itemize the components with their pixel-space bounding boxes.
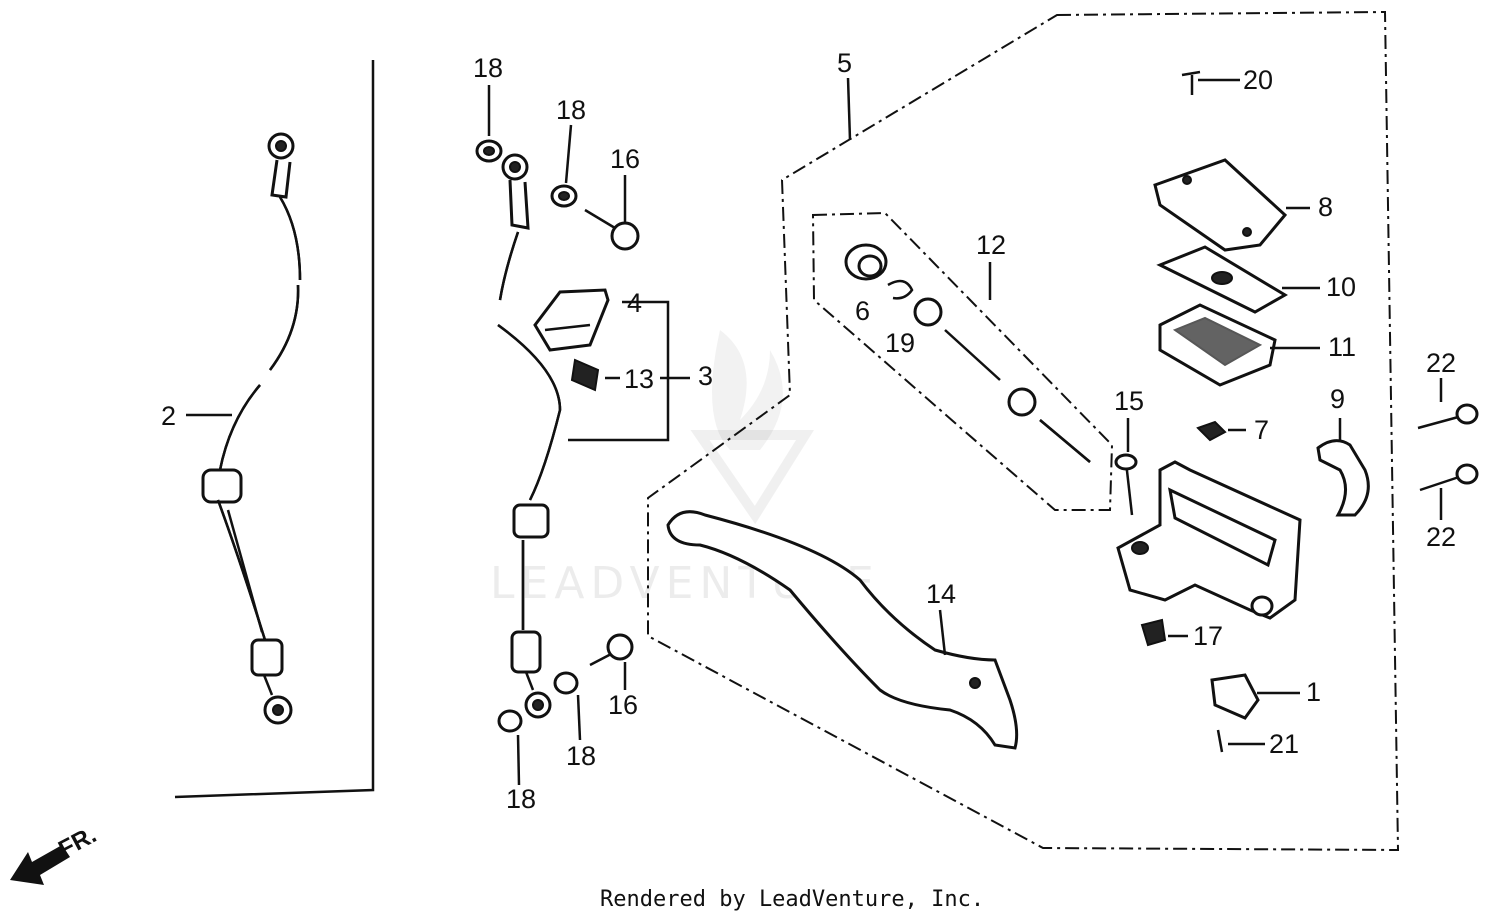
brake-hose-upper: [497, 153, 562, 719]
callout-6: 6: [855, 296, 870, 326]
callout-12: 12: [976, 230, 1006, 260]
screw-21: [1216, 729, 1224, 753]
callout-5: 5: [837, 48, 852, 78]
piston-set: [844, 243, 1091, 463]
screw-20: [1181, 70, 1201, 95]
screw-7: [1196, 420, 1227, 442]
brake-hose-lower: [201, 132, 302, 725]
nut-17: [1140, 618, 1167, 647]
front-direction-arrow: FR.: [10, 821, 101, 885]
callout-11: 11: [1328, 332, 1356, 362]
piston-set-outline: [811, 211, 1114, 511]
callout-9: 9: [1330, 384, 1345, 414]
callout-16-bottom: 16: [608, 690, 638, 720]
callout-17: 17: [1193, 621, 1223, 651]
callout-7: 7: [1254, 415, 1269, 445]
master-cylinder-holder: [1316, 439, 1370, 517]
bracket-line-3: [568, 300, 670, 442]
reservoir-cap: [1153, 158, 1288, 252]
bolt-22-lower: [1419, 463, 1479, 492]
callout-2: 2: [161, 401, 176, 431]
callout-4: 4: [627, 288, 642, 318]
diaphragm-plate: [1156, 245, 1288, 314]
callout-labels: 2 18 18 16 4 13 3 16 18 18 5 6 19 12 14 …: [161, 48, 1456, 814]
section-boundary-left: [174, 60, 375, 799]
brake-lever: [666, 510, 1019, 750]
hose-clamp: [533, 288, 610, 352]
callout-19: 19: [885, 328, 915, 358]
master-cylinder-body: [1116, 460, 1302, 620]
diaphragm: [1158, 303, 1277, 387]
callout-22-upper: 22: [1426, 348, 1456, 378]
oil-bolt-16-top: [584, 208, 640, 251]
footer-credit: Rendered by LeadVenture, Inc.: [600, 887, 984, 912]
callout-1: 1: [1306, 677, 1321, 707]
callout-13: 13: [624, 364, 654, 394]
callout-21: 21: [1269, 729, 1299, 759]
pivot-bolt-15: [1114, 453, 1138, 516]
callout-15: 15: [1114, 386, 1144, 416]
callout-18-bottom-right: 18: [566, 741, 596, 771]
callout-18-bottom-left: 18: [506, 784, 536, 814]
front-stop-switch: [1210, 673, 1260, 720]
callout-8: 8: [1318, 192, 1333, 222]
callout-16-top: 16: [610, 144, 640, 174]
leader-lines: [186, 77, 1443, 786]
callout-20: 20: [1243, 65, 1273, 95]
callout-22-lower: 22: [1426, 522, 1456, 552]
callout-18-mid: 18: [556, 95, 586, 125]
callout-18-top: 18: [473, 53, 503, 83]
oil-bolt-16-bottom: [589, 633, 634, 667]
sealing-washer-18-bottom-right: [553, 671, 579, 695]
sealing-washer-18-top: [475, 139, 503, 163]
callout-14: 14: [926, 579, 956, 609]
master-cylinder-assembly-outline: [647, 10, 1400, 852]
sealing-washer-18-bottom-left: [497, 709, 523, 733]
bolt-22-upper: [1417, 403, 1479, 430]
sealing-washer-18-mid: [550, 184, 578, 208]
callout-10: 10: [1326, 272, 1356, 302]
grommet: [570, 358, 600, 392]
callout-3: 3: [698, 361, 713, 391]
